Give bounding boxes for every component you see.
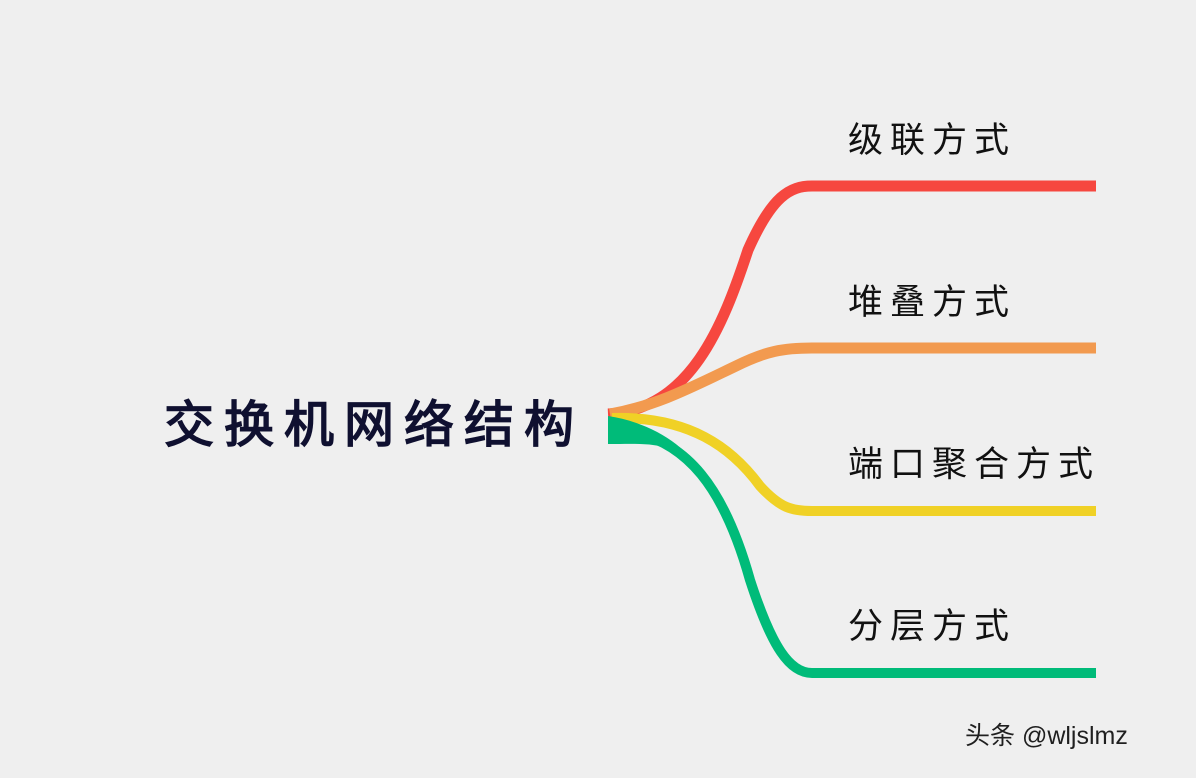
branch-line-port-aggregation (611, 412, 1096, 516)
branch-label-port-aggregation: 端口聚合方式 (848, 445, 1101, 485)
branch-label-stack: 堆叠方式 (848, 283, 1017, 323)
branch-label-cascade: 级联方式 (848, 121, 1017, 161)
watermark-text: 头条 @wljslmz (965, 722, 1128, 750)
branch-line-stack (609, 342, 1096, 420)
branch-root-taper-layered (608, 416, 700, 474)
branch-label-layered: 分层方式 (848, 607, 1017, 647)
root-node-label: 交换机网络结构 (164, 395, 584, 454)
